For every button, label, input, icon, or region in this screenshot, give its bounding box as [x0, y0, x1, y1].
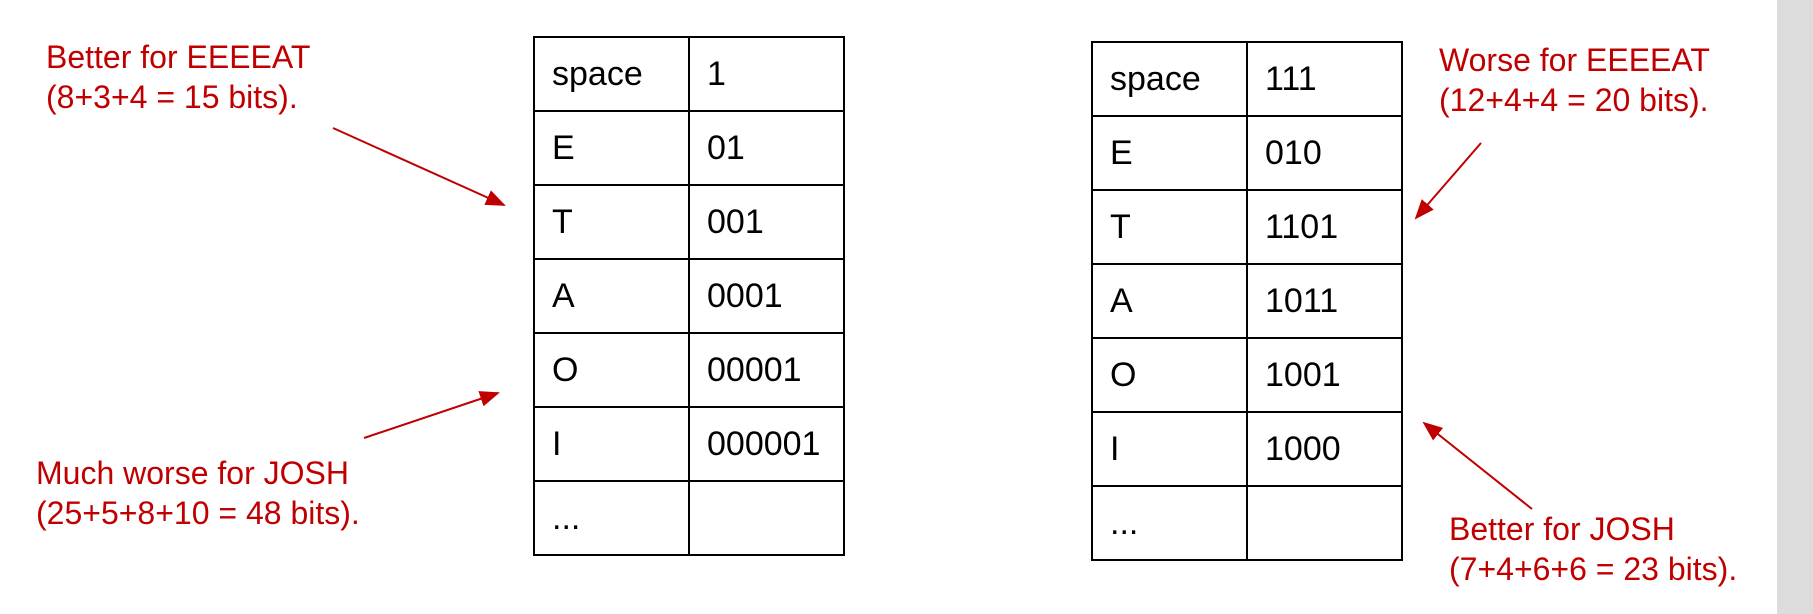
- annotation-line: Better for JOSH: [1449, 511, 1675, 547]
- code-cell: [688, 480, 845, 556]
- arrow-better-eeeeat: [332, 127, 506, 206]
- annotation-better-eeeeat: Better for EEEEAT (8+3+4 = 15 bits).: [46, 37, 310, 117]
- annotation-line: (25+5+8+10 = 48 bits).: [36, 495, 360, 531]
- annotation-line: Worse for EEEEAT: [1439, 42, 1710, 78]
- annotation-line: (8+3+4 = 15 bits).: [46, 79, 298, 115]
- arrow-worse-eeeeat: [1414, 142, 1482, 220]
- arrow-much-worse-josh: [363, 391, 500, 439]
- symbol-cell: O: [1091, 337, 1248, 413]
- left-code-table: space 1 E 01 T 001 A 0001 O 00001 I 0000…: [533, 36, 845, 556]
- symbol-cell: ...: [533, 480, 690, 556]
- code-cell: 000001: [688, 406, 845, 482]
- table-row: T 1101: [1091, 189, 1403, 265]
- symbol-cell: space: [533, 36, 690, 112]
- symbol-cell: ...: [1091, 485, 1248, 561]
- code-cell: 1001: [1246, 337, 1403, 413]
- symbol-cell: I: [533, 406, 690, 482]
- annotation-worse-eeeeat: Worse for EEEEAT (12+4+4 = 20 bits).: [1439, 40, 1710, 120]
- right-code-table: space 111 E 010 T 1101 A 1011 O 1001 I 1…: [1091, 41, 1403, 561]
- table-row: I 1000: [1091, 411, 1403, 487]
- table-row: E 010: [1091, 115, 1403, 191]
- code-cell: 1011: [1246, 263, 1403, 339]
- table-row: space 111: [1091, 41, 1403, 117]
- code-cell: 001: [688, 184, 845, 260]
- symbol-cell: T: [533, 184, 690, 260]
- scrollbar[interactable]: [1777, 0, 1813, 614]
- annotation-much-worse-josh: Much worse for JOSH (25+5+8+10 = 48 bits…: [36, 453, 360, 533]
- symbol-cell: space: [1091, 41, 1248, 117]
- symbol-cell: E: [533, 110, 690, 186]
- table-row: A 1011: [1091, 263, 1403, 339]
- table-row: T 001: [533, 184, 845, 260]
- code-cell: 1000: [1246, 411, 1403, 487]
- code-cell: [1246, 485, 1403, 561]
- table-row: ...: [1091, 485, 1403, 561]
- annotation-line: Better for EEEEAT: [46, 39, 311, 75]
- table-row: O 00001: [533, 332, 845, 408]
- code-cell: 01: [688, 110, 845, 186]
- arrow-better-josh: [1422, 421, 1533, 510]
- code-cell: 1: [688, 36, 845, 112]
- code-cell: 010: [1246, 115, 1403, 191]
- symbol-cell: A: [533, 258, 690, 334]
- annotation-line: Much worse for JOSH: [36, 455, 349, 491]
- code-cell: 1101: [1246, 189, 1403, 265]
- table-row: A 0001: [533, 258, 845, 334]
- symbol-cell: A: [1091, 263, 1248, 339]
- code-cell: 111: [1246, 41, 1403, 117]
- symbol-cell: E: [1091, 115, 1248, 191]
- symbol-cell: T: [1091, 189, 1248, 265]
- symbol-cell: I: [1091, 411, 1248, 487]
- table-row: E 01: [533, 110, 845, 186]
- annotation-line: (7+4+6+6 = 23 bits).: [1449, 551, 1738, 587]
- annotation-better-josh: Better for JOSH (7+4+6+6 = 23 bits).: [1449, 509, 1737, 589]
- symbol-cell: O: [533, 332, 690, 408]
- table-row: O 1001: [1091, 337, 1403, 413]
- table-row: I 000001: [533, 406, 845, 482]
- annotation-line: (12+4+4 = 20 bits).: [1439, 82, 1709, 118]
- code-cell: 0001: [688, 258, 845, 334]
- code-cell: 00001: [688, 332, 845, 408]
- table-row: ...: [533, 480, 845, 556]
- table-row: space 1: [533, 36, 845, 112]
